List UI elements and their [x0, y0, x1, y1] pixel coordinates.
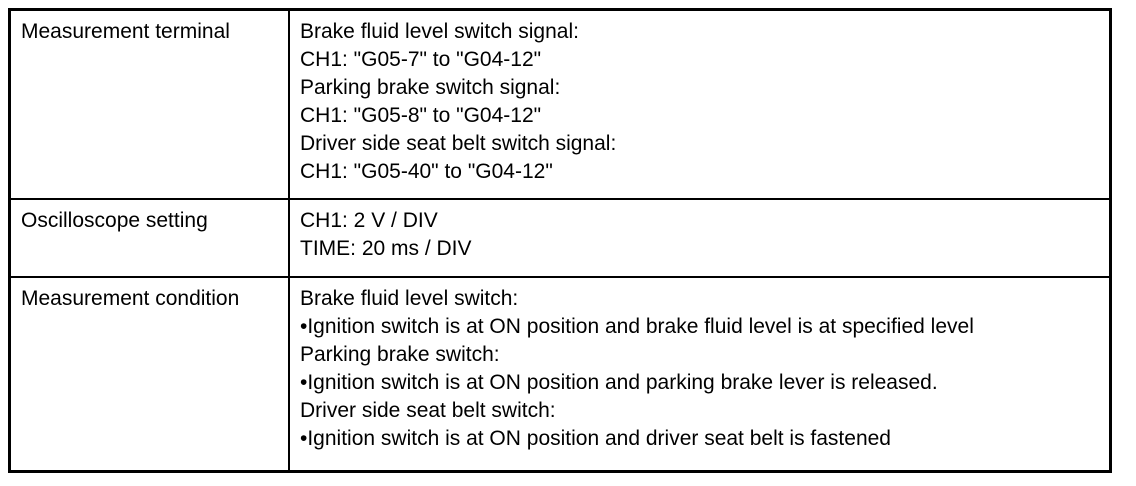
- row-label-text: Oscilloscope setting: [21, 209, 208, 232]
- value-line: •Ignition switch is at ON position and d…: [300, 427, 891, 450]
- row-label-text: Measurement condition: [21, 287, 240, 310]
- row-value-measurement-condition: Brake fluid level switch: •Ignition swit…: [290, 276, 1109, 470]
- value-line: TIME: 20 ms / DIV: [300, 237, 472, 260]
- value-line: •Ignition switch is at ON position and b…: [300, 315, 974, 338]
- row-label-measurement-terminal: Measurement terminal: [11, 11, 290, 198]
- value-line: •Ignition switch is at ON position and p…: [300, 371, 938, 394]
- row-label-text: Measurement terminal: [21, 20, 230, 43]
- row-value-measurement-terminal: Brake fluid level switch signal: CH1: "G…: [290, 11, 1109, 198]
- value-line: Driver side seat belt switch signal:: [300, 132, 617, 155]
- row-label-oscilloscope-setting: Oscilloscope setting: [11, 198, 290, 276]
- value-line: CH1: "G05-7" to "G04-12": [300, 48, 542, 71]
- value-line: Brake fluid level switch:: [300, 287, 519, 310]
- row-value-oscilloscope-setting: CH1: 2 V / DIV TIME: 20 ms / DIV: [290, 198, 1109, 276]
- value-line: CH1: 2 V / DIV: [300, 209, 438, 232]
- value-line: Parking brake switch:: [300, 343, 500, 366]
- value-line: CH1: "G05-40" to "G04-12": [300, 160, 553, 183]
- value-line: Parking brake switch signal:: [300, 76, 561, 99]
- value-line: Brake fluid level switch signal:: [300, 20, 579, 43]
- value-line: Driver side seat belt switch:: [300, 399, 556, 422]
- measurement-spec-table: Measurement terminal Brake fluid level s…: [8, 8, 1112, 473]
- value-line: CH1: "G05-8" to "G04-12": [300, 104, 542, 127]
- row-label-measurement-condition: Measurement condition: [11, 276, 290, 470]
